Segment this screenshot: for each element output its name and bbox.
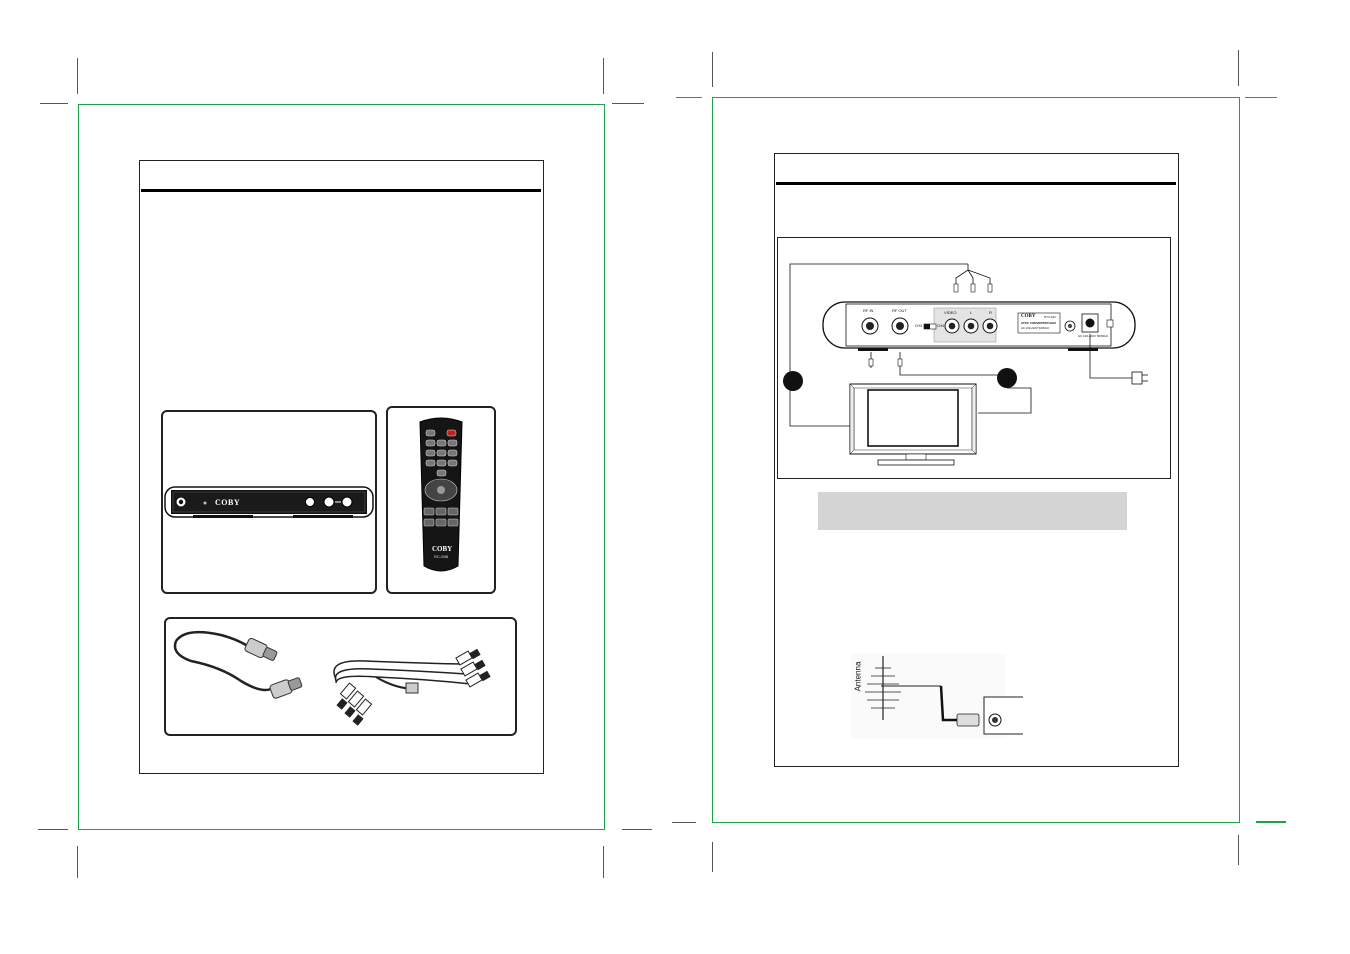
crop-mark [672,822,696,823]
crop-mark [40,103,68,104]
av-cable-icon [333,648,491,726]
remote-control-panel: COBY RC-05B [386,406,496,594]
panel-model-label: DTV-102 [1044,315,1056,319]
remote-control-illustration [419,417,463,572]
crop-mark [603,846,604,878]
converter-box-illustration [164,486,374,518]
crop-mark [603,58,604,94]
cables-illustration [173,630,491,726]
television-icon [849,383,977,466]
ch3-label: CH3 [915,324,923,328]
power-rating-label: AC 100-240V 50/60Hz [1078,334,1109,338]
converter-box-brand-label: COBY [215,498,241,507]
antenna-label: Antenna [853,661,863,692]
crop-mark [612,103,644,104]
crop-mark [712,52,713,87]
crop-mark [1245,97,1277,98]
audio-left-label: L [970,310,973,315]
connection-diagram: RF IN RF OUT CH3 CH4 VIDEO L R COBY DTV-… [777,237,1171,479]
antenna-diagram: Antenna [851,654,1025,738]
power-cord-icon [1089,334,1148,385]
section-header-rule [141,189,541,192]
section-header-rule [776,182,1176,185]
converter-box-panel: COBY [161,410,377,594]
panel-brand-label: COBY [1021,314,1036,319]
panel-product-label: ATSC CONVERTER BOX [1021,321,1056,325]
ch4-label: CH4 [937,324,945,328]
video-label: VIDEO [944,310,957,315]
page-trim-frame [78,104,605,830]
crop-mark [38,829,68,830]
step-2-marker [897,352,1017,388]
rf-out-label: RF OUT [892,308,907,313]
crop-mark [622,829,652,830]
remote-model-label: RC-05B [434,554,449,559]
crop-mark [1238,835,1239,865]
audio-right-label: R [989,310,992,315]
coaxial-cable-icon [173,630,303,699]
crop-mark [1238,50,1239,86]
rf-in-label: RF IN [863,308,874,313]
cables-panel [164,617,517,736]
crop-mark [1256,821,1286,823]
panel-spec-label: AC 100-240V 50/60Hz [1021,326,1049,330]
step-1-marker [783,352,874,391]
note-bar [818,492,1127,530]
crop-mark [712,842,713,872]
connection-diagram-svg [783,263,1148,466]
crop-mark [77,846,78,878]
page-trim-frame [712,97,1240,823]
remote-brand-label: COBY [432,545,453,553]
crop-mark [676,97,702,98]
antenna-diagram-svg [851,654,1025,738]
crop-mark [77,58,78,94]
